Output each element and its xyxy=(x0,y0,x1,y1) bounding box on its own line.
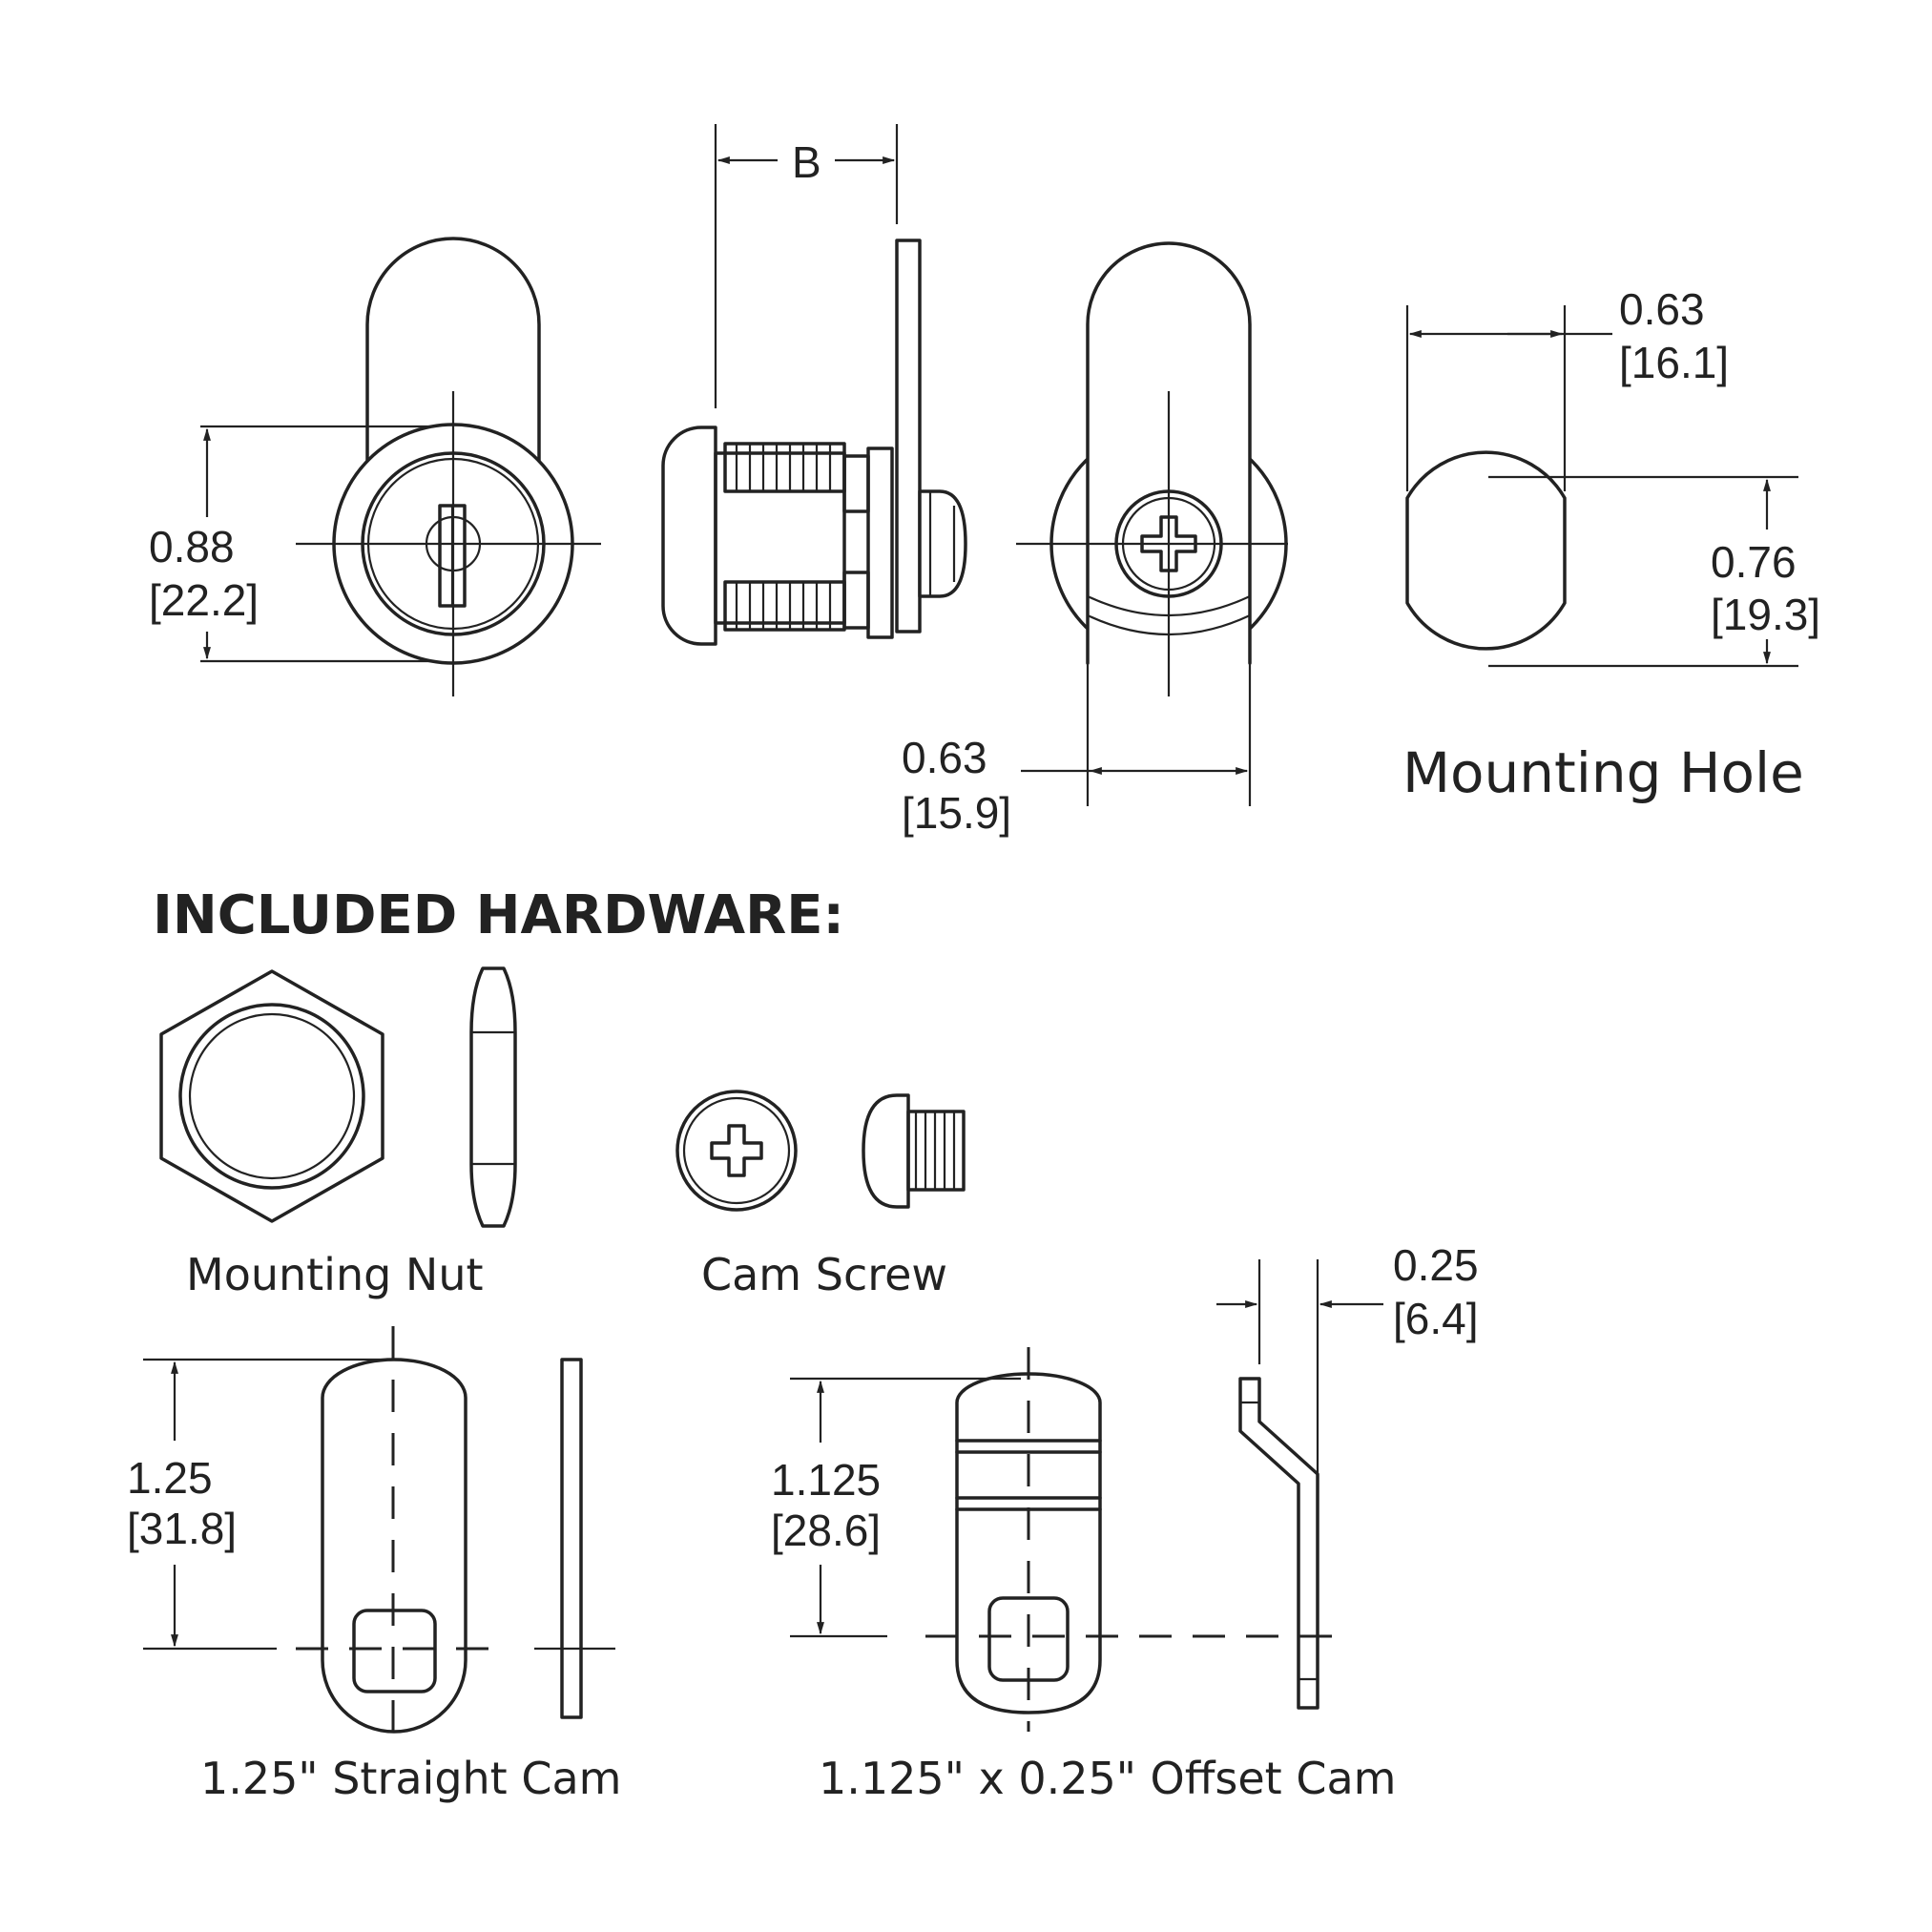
front-dim-inches: 0.88 xyxy=(149,522,235,571)
mounting-nut-front xyxy=(159,969,384,1223)
straight-cam-side xyxy=(534,1358,615,1719)
mounting-hole-label: Mounting Hole xyxy=(1402,740,1804,805)
straight-cam-dimension: 1.25 [31.8] xyxy=(127,1358,391,1651)
offset-cam-dim-inches: 1.125 xyxy=(771,1455,881,1505)
side-b-label: B xyxy=(792,137,821,187)
offset-cam-front xyxy=(955,1347,1102,1732)
straight-cam-dim-mm: [31.8] xyxy=(127,1504,237,1553)
cam-screw-side xyxy=(862,1093,966,1209)
offset-dim-inches: 0.25 xyxy=(1393,1240,1479,1290)
hole-height-mm: [19.3] xyxy=(1711,590,1820,639)
hole-width-mm: [16.1] xyxy=(1619,338,1729,387)
back-view xyxy=(1016,241,1288,696)
mounting-nut-side xyxy=(469,966,517,1228)
straight-cam-dim-inches: 1.25 xyxy=(127,1453,213,1503)
offset-cam-dim-mm: [28.6] xyxy=(771,1506,881,1555)
included-hardware-heading: INCLUDED HARDWARE: xyxy=(153,884,844,946)
straight-cam-front xyxy=(296,1326,506,1741)
back-dim-mm: [15.9] xyxy=(902,788,1011,838)
offset-cam-dimension: 1.125 [28.6] xyxy=(771,1377,1021,1638)
mounting-nut-label: Mounting Nut xyxy=(186,1249,484,1300)
back-dim-inches: 0.63 xyxy=(902,733,987,782)
straight-cam-label: 1.25" Straight Cam xyxy=(200,1753,621,1804)
offset-dim-mm: [6.4] xyxy=(1393,1294,1479,1343)
front-dim-mm: [22.2] xyxy=(149,575,259,625)
hole-width-dimension: 0.63 [16.1] xyxy=(1405,284,1729,491)
front-height-dimension: 0.88 [22.2] xyxy=(149,425,434,663)
offset-thickness-dimension: 0.25 [6.4] xyxy=(1216,1240,1479,1493)
side-b-dimension: B xyxy=(714,124,899,408)
cam-screw-front xyxy=(675,1090,798,1212)
offset-cam-side xyxy=(1238,1377,1319,1710)
mounting-hole-view xyxy=(1405,450,1567,651)
offset-cam-label: 1.125" x 0.25" Offset Cam xyxy=(819,1753,1396,1804)
hole-height-inches: 0.76 xyxy=(1711,537,1797,587)
cam-screw-label: Cam Screw xyxy=(701,1249,947,1300)
front-view xyxy=(296,237,601,696)
hole-height-dimension: 0.76 [19.3] xyxy=(1488,475,1820,668)
hole-width-inches: 0.63 xyxy=(1619,284,1705,334)
side-view xyxy=(661,239,967,646)
back-width-dimension: 0.63 [15.9] xyxy=(902,658,1252,838)
